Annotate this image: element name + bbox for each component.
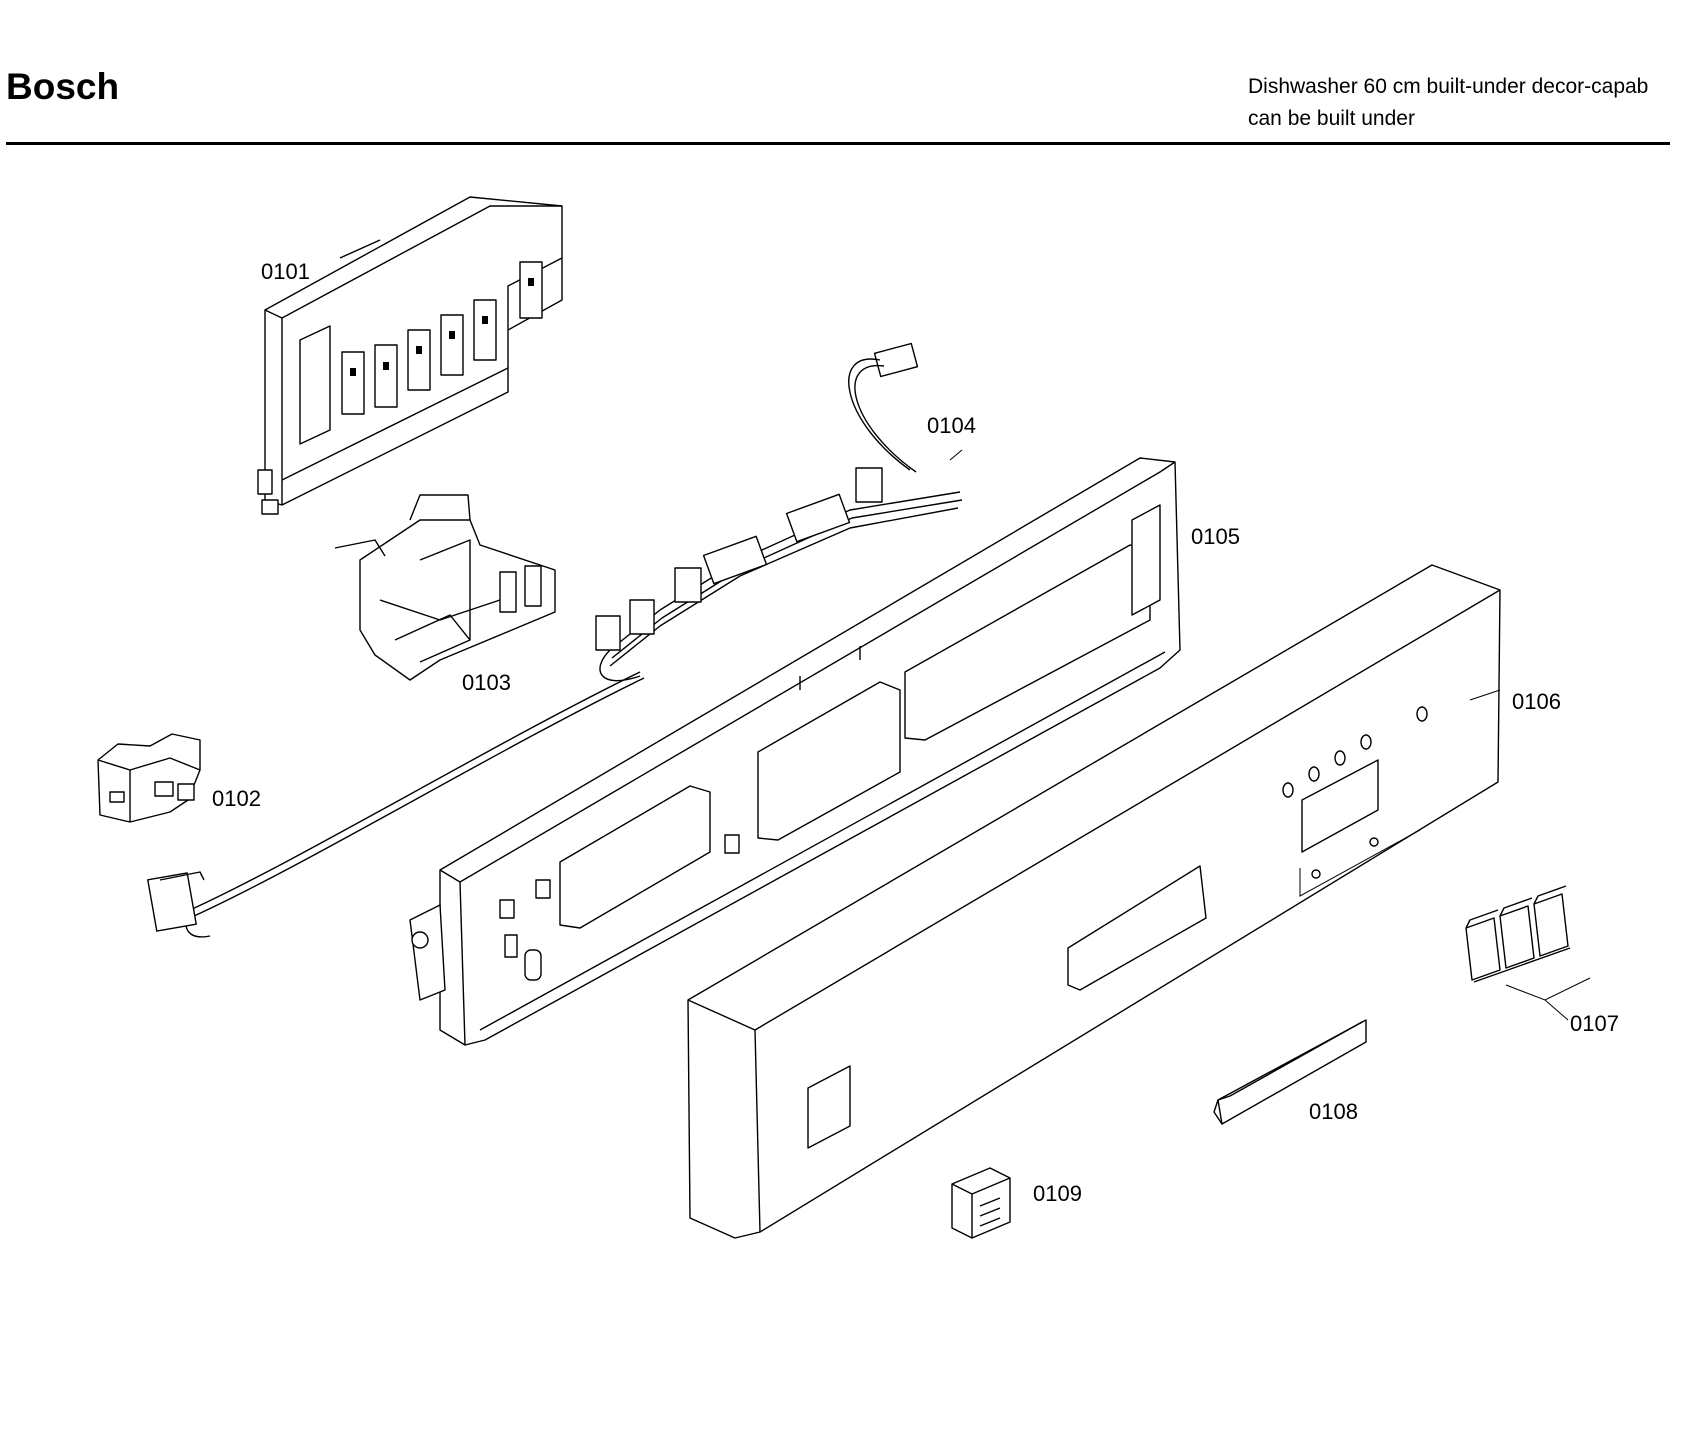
label-0106: 0106 (1512, 689, 1561, 714)
part-0104-wire-harness[interactable] (147, 342, 963, 938)
label-0101: 0101 (261, 259, 310, 284)
leader-lines (949, 449, 1501, 701)
part-0103-relay-block[interactable] (334, 494, 556, 681)
part-0102-door-switch[interactable] (97, 733, 201, 823)
title-line-2: can be built under (1248, 107, 1415, 130)
label-0102: 0102 (212, 786, 261, 811)
part-0108-trim-strip[interactable] (1213, 1019, 1367, 1125)
part-0105-inner-frame[interactable] (409, 457, 1181, 1046)
part-0109-cap[interactable] (951, 1167, 1011, 1239)
brand-name: Bosch (6, 66, 120, 107)
label-0107: 0107 (1570, 1011, 1619, 1036)
diagram-title: Dishwasher 60 cm built-under decor-capab… (1248, 71, 1648, 135)
header-rule (6, 142, 1670, 145)
label-0108: 0108 (1309, 1099, 1358, 1124)
label-0105: 0105 (1191, 524, 1240, 549)
part-0107-button-set[interactable] (1465, 885, 1591, 1021)
part-0101-control-module[interactable] (257, 196, 563, 515)
title-line-1: Dishwasher 60 cm built-under decor-capab (1248, 75, 1649, 98)
label-0103: 0103 (462, 670, 511, 695)
label-0104: 0104 (927, 413, 976, 438)
part-0106-fascia-panel[interactable] (687, 564, 1501, 1239)
label-0109: 0109 (1033, 1181, 1082, 1206)
